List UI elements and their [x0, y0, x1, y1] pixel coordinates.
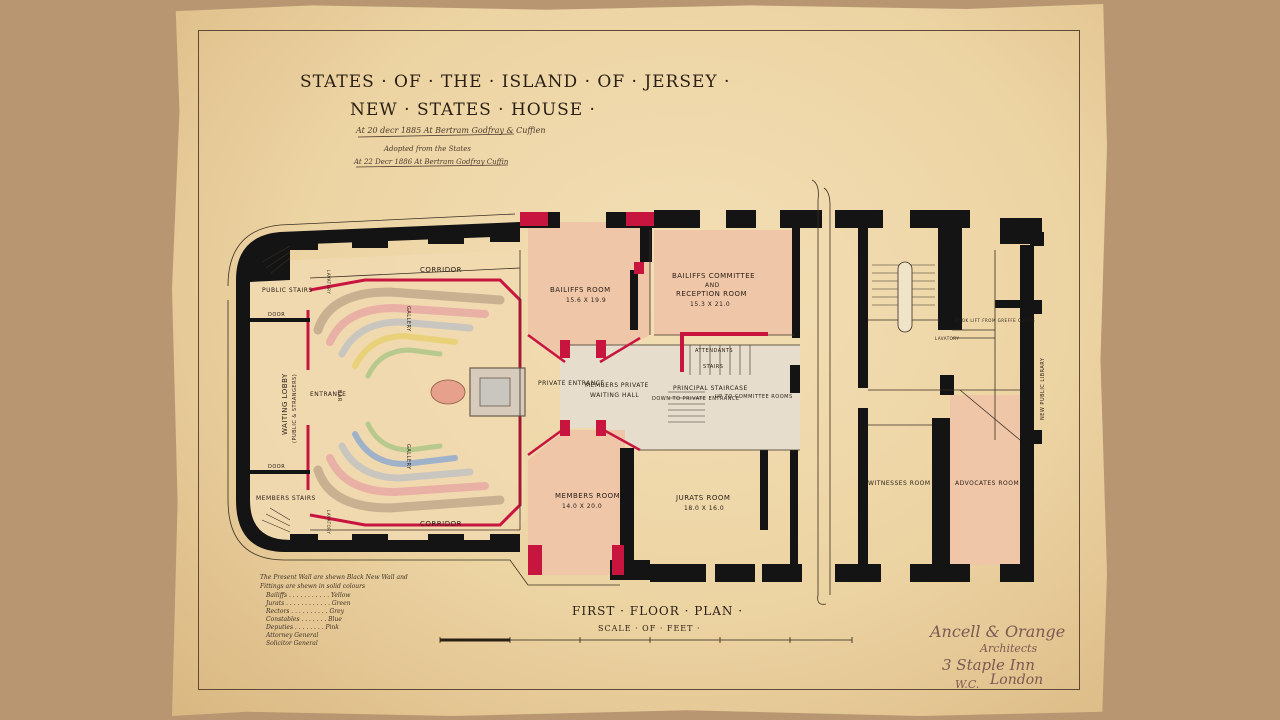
label-attendants: ATTENDANTS: [695, 348, 733, 354]
benches-upper: [313, 287, 505, 379]
legend-line-9: Solicitor General: [266, 640, 318, 647]
label-committee-line2: AND: [705, 282, 720, 289]
label-corridor-top: CORRIDOR: [420, 266, 462, 274]
label-waiting-lobby-sub: (PUBLIC & STRANGERS): [292, 374, 298, 443]
legend-line-1: The Present Wall are shewn Black New Wal…: [260, 574, 408, 581]
scale-bar: [439, 637, 853, 643]
label-public-stairs: PUBLIC STAIRS: [262, 287, 313, 294]
title-line-1: STATES · OF · THE · ISLAND · OF · JERSEY…: [300, 72, 731, 92]
label-members-room-dim: 14.0 X 20.0: [562, 503, 602, 510]
label-stairs: STAIRS: [703, 364, 723, 370]
scale-label: SCALE · OF · FEET ·: [598, 624, 701, 633]
label-members-private: MEMBERS PRIVATE: [585, 382, 649, 389]
drawing-border: [198, 30, 1080, 690]
legend-line-6: Constables . . . . . . . Blue: [266, 616, 342, 623]
legend-line-4: Jurats . . . . . . . . . . . . Green: [266, 600, 351, 607]
label-up-to-committee: UP TO COMMITTEE ROOMS: [715, 394, 793, 400]
walls: [236, 210, 1044, 582]
label-lavatory-bottom: LAVATORY: [326, 510, 331, 534]
signature-city: London: [990, 672, 1044, 688]
label-members-room: MEMBERS ROOM: [555, 492, 620, 500]
legend-line-8: Attorney General: [266, 632, 319, 639]
label-corridor-bottom: CORRIDOR: [420, 520, 462, 528]
label-private-entrance: PRIVATE ENTRANCE: [538, 380, 605, 387]
signature-postcode: W.C.: [955, 678, 980, 691]
bailiffs-room-wash: [528, 222, 650, 360]
title-line-2: NEW · STATES · HOUSE ·: [350, 100, 596, 120]
label-committee-line3: RECEPTION ROOM: [676, 290, 747, 298]
label-bailiffs-room-dim: 15.6 X 19.9: [566, 297, 606, 304]
label-committee-line1: BAILIFFS COMMITTEE: [672, 272, 755, 280]
label-jurats-room: JURATS ROOM: [675, 494, 730, 502]
approval-note-3: At 22 Decr 1886 At Bertram Godfray Cuffi…: [354, 158, 509, 166]
label-committee-dim: 15.3 X 21.0: [690, 301, 730, 308]
principal-staircase-treads: [668, 345, 751, 423]
legend-line-3: Bailiffs . . . . . . . . . . . Yellow: [266, 592, 351, 599]
signature-address: 3 Staple Inn: [942, 656, 1035, 674]
label-door-bottom: DOOR: [268, 464, 285, 470]
approval-note-2: Adopted from the States: [384, 145, 471, 153]
central-table: [430, 379, 466, 405]
label-lavatory-top: LAVATORY: [326, 270, 331, 294]
plan-title: FIRST · FLOOR · PLAN ·: [572, 604, 744, 618]
signature-firm: Ancell & Orange: [930, 622, 1066, 641]
label-new-public-library: NEW PUBLIC LIBRARY: [1040, 357, 1046, 420]
label-witnesses-room: WITNESSES ROOM: [868, 480, 931, 487]
label-entrance: ENTRANCE: [310, 391, 346, 398]
label-book-lift: BOOK LIFT FROM GREFFE OFFICE: [955, 318, 1035, 323]
advocates-room-wash: [950, 395, 1022, 565]
label-waiting-hall: WAITING HALL: [590, 392, 639, 399]
members-room-wash: [528, 430, 625, 575]
legend-line-7: Deputies . . . . . . . . Pink: [266, 624, 339, 631]
label-members-stairs: MEMBERS STAIRS: [256, 495, 316, 502]
label-bailiffs-room: BAILIFFS ROOM: [550, 286, 611, 294]
label-principal-staircase: PRINCIPAL STAIRCASE: [673, 385, 748, 392]
legend-line-5: Rectors . . . . . . . . . . Grey: [266, 608, 345, 615]
label-lavatory-right: LAVATORY: [935, 336, 959, 341]
label-jurats-room-dim: 18.0 X 16.0: [684, 505, 724, 512]
benches-lower: [313, 421, 505, 513]
signature-architects: Architects: [980, 642, 1038, 655]
approval-note-1: At 20 decr 1885 At Bertram Godfray & Cuf…: [356, 126, 546, 135]
label-down-to-private: DOWN TO PRIVATE ENTRANCE: [652, 396, 740, 402]
committee-room-wash: [654, 230, 795, 335]
label-waiting-lobby: WAITING LOBBY: [281, 373, 289, 435]
label-bar: BAR: [336, 390, 342, 402]
public-stairs-treads: [261, 245, 291, 533]
label-advocates-room: ADVOCATES ROOM: [955, 480, 1019, 487]
label-door-top: DOOR: [268, 312, 285, 318]
legend-line-2: Fittings are shewn in solid colours: [260, 583, 366, 590]
label-gallery-bottom: GALLERY: [405, 444, 411, 470]
label-gallery-top: GALLERY: [405, 306, 411, 332]
